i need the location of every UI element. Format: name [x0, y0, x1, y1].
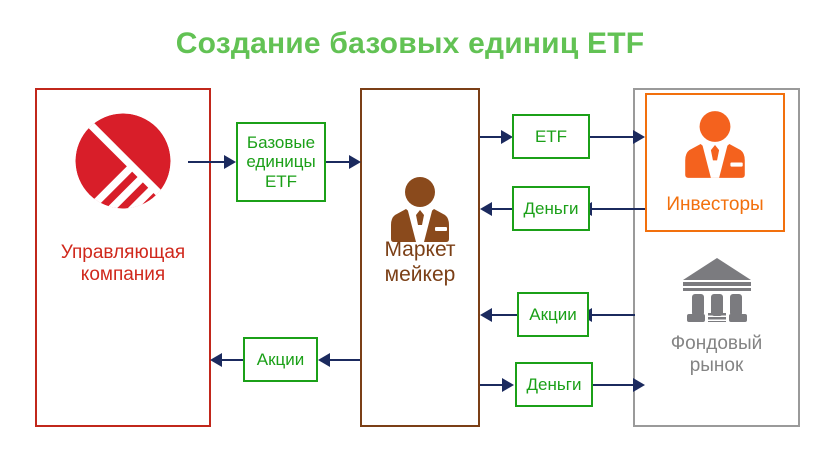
investors-label: Инвесторы [666, 194, 764, 215]
arrow-company-to-units [188, 161, 226, 163]
management-company-panel: Управляющая компания [35, 88, 211, 427]
arrow-head-shares-to-maker [480, 308, 492, 322]
flow-label-money-market: Деньги [515, 362, 593, 407]
arrow-shares-to-maker [492, 314, 519, 316]
market-maker-label: Маркет мейкер [384, 238, 456, 286]
arrow-money-to-market [593, 384, 635, 386]
arrow-head-maker-to-etf [501, 130, 513, 144]
flow-label-creation-units: Базовые единицы ETF [236, 122, 326, 202]
arrow-head-units-to-maker [349, 155, 361, 169]
management-company-label: Управляющая компания [60, 242, 186, 286]
arrow-maker-to-etf [480, 136, 504, 138]
page-title: Создание базовых единиц ETF [175, 27, 645, 60]
arrow-head-company-to-units [224, 155, 236, 169]
arrow-head-maker-to-shares-company [318, 353, 330, 367]
arrow-head-maker-to-money-market [502, 378, 514, 392]
arrow-head-money-to-maker [480, 202, 492, 216]
stock-market-label: Фондовый рынок [670, 333, 763, 377]
investors-box: Инвесторы [645, 93, 785, 232]
arrow-investors-to-money [592, 208, 645, 210]
market-maker-panel: Маркет мейкер [360, 88, 480, 427]
bank-icon [681, 256, 753, 327]
arrow-head-money-to-market [633, 378, 645, 392]
businessperson-icon [677, 109, 753, 186]
pie-chart-icon [69, 107, 177, 220]
arrow-head-etf-to-investors [633, 130, 645, 144]
flow-label-shares-market: Акции [517, 292, 589, 337]
arrow-market-to-shares [591, 314, 635, 316]
flow-label-etf: ETF [512, 114, 590, 159]
flow-label-shares-company: Акции [243, 337, 318, 382]
arrow-maker-to-money-market [480, 384, 504, 386]
flow-label-money-investors: Деньги [512, 186, 590, 231]
arrow-etf-to-investors [590, 136, 635, 138]
arrow-money-to-maker [492, 208, 514, 210]
arrow-units-to-maker [326, 161, 351, 163]
arrow-head-shares-to-company [210, 353, 222, 367]
businessperson-icon [383, 175, 457, 250]
arrow-maker-to-shares-company [330, 359, 360, 361]
arrow-shares-to-company [222, 359, 243, 361]
